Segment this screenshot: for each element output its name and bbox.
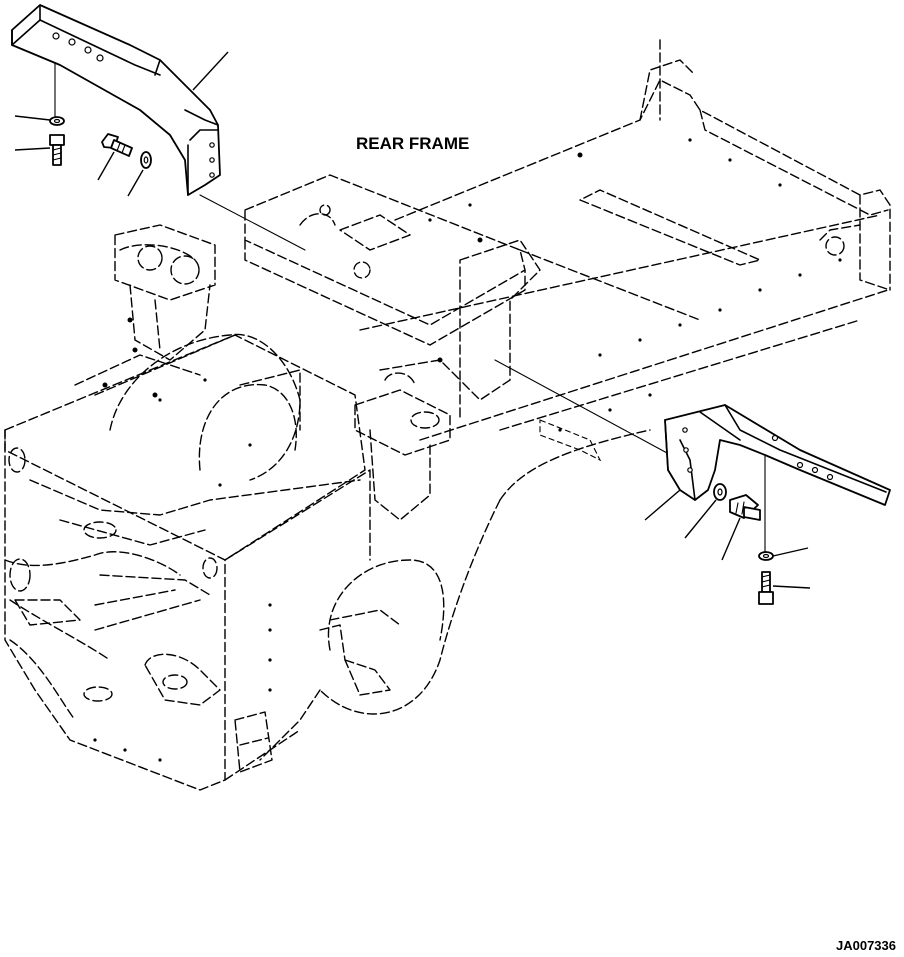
rear-frame-structure <box>259 39 891 761</box>
frame-bolt-dots <box>93 138 842 762</box>
upper-platform <box>244 174 526 346</box>
mounting-center-lines <box>54 59 766 561</box>
rear-frame-label: REAR FRAME <box>356 134 469 153</box>
leader-lines <box>14 51 811 589</box>
drawing-code-label: JA007336 <box>836 938 896 953</box>
left-fasteners <box>49 116 152 169</box>
front-frame-body <box>4 333 371 791</box>
right-fasteners <box>713 483 774 605</box>
left-fender-bracket <box>11 4 221 196</box>
right-fender-bracket <box>664 404 891 506</box>
center-bracket <box>319 359 461 696</box>
left-tower-bracket <box>114 224 216 361</box>
